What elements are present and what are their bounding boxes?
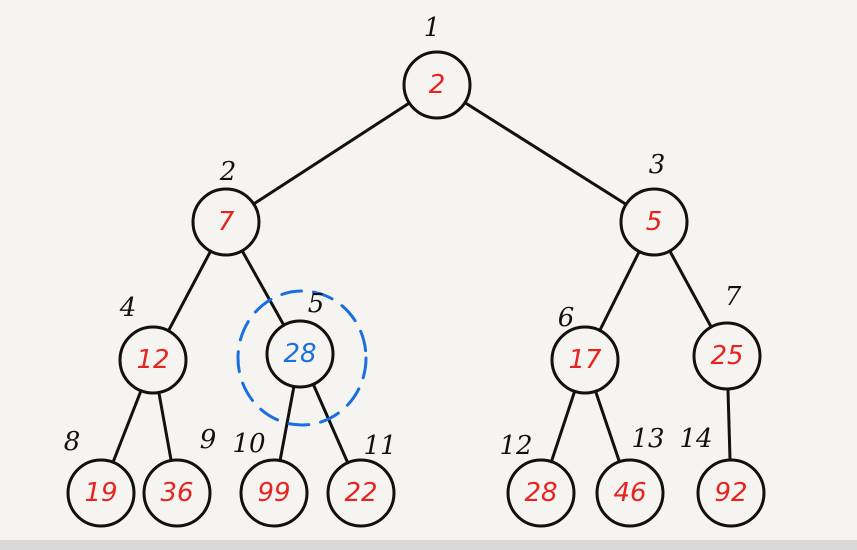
tree-node-11: 22 [326, 458, 396, 528]
node-circle [239, 458, 309, 528]
node-value: 28 [524, 478, 557, 508]
node-circle [402, 50, 472, 120]
edge-2-4 [166, 249, 213, 333]
edge-1-2 [252, 101, 411, 206]
node-circle [619, 187, 689, 257]
tree-node-1: 2 [402, 50, 472, 120]
tree-node-3: 5 [619, 187, 689, 257]
node-value: 12 [136, 345, 169, 375]
node-value: 99 [257, 478, 290, 508]
node-value: 22 [344, 478, 377, 508]
edge-3-7 [668, 249, 713, 329]
tree-node-2: 7 [191, 187, 261, 257]
node-circle [506, 458, 576, 528]
node-circle [696, 458, 766, 528]
node-circle [142, 458, 212, 528]
node-circle [595, 458, 665, 528]
node-circle [550, 325, 620, 395]
tree-node-10: 99 [239, 458, 309, 528]
bottom-scroll-edge [0, 540, 857, 550]
node-index-label: 2 [219, 157, 237, 187]
node-circle [692, 321, 762, 391]
node-index-label: 7 [725, 282, 742, 312]
node-value: 7 [218, 207, 235, 237]
edge-4-9 [157, 390, 173, 463]
node-circle [191, 187, 261, 257]
edge-2-5 [240, 249, 286, 327]
node-circle [118, 325, 188, 395]
node-index-label: 10 [232, 429, 265, 459]
node-value: 5 [646, 207, 663, 237]
node-value: 25 [710, 341, 743, 371]
node-index-label: 5 [308, 289, 325, 319]
edge-1-3 [463, 101, 628, 206]
node-value: 19 [84, 478, 117, 508]
node-index-label: 9 [200, 425, 217, 455]
node-circle [265, 319, 335, 389]
node-index-label: 14 [679, 424, 712, 454]
node-index-label: 12 [499, 431, 532, 461]
edge-7-14 [726, 387, 732, 462]
node-value: 28 [283, 339, 316, 369]
tree-node-4: 12 [118, 325, 188, 395]
node-value: 17 [568, 345, 602, 375]
highlight-dashed-circle [236, 289, 368, 427]
tree-node-6: 17 [550, 325, 620, 395]
tree-node-14: 92 [696, 458, 766, 528]
node-circle [66, 458, 136, 528]
node-index-label: 4 [119, 293, 137, 323]
node-index-label: 13 [631, 424, 664, 454]
node-index-label: 1 [424, 13, 441, 43]
highlight-ring-node-5 [236, 289, 368, 427]
node-index-label: 8 [64, 427, 81, 457]
node-index-label: 3 [649, 150, 666, 180]
node-index-label: 11 [363, 431, 396, 461]
edge-5-10 [278, 384, 296, 463]
edge-6-13 [594, 389, 621, 464]
tree-node-13: 46 [595, 458, 665, 528]
edge-6-12 [549, 389, 577, 464]
node-value: 92 [714, 478, 747, 508]
tree-node-12: 28 [506, 458, 576, 528]
node-index-label: 6 [558, 303, 575, 333]
edge-5-11 [311, 382, 350, 465]
tree-node-7: 25 [692, 321, 762, 391]
tree-node-5: 28 [265, 319, 335, 389]
node-value: 36 [160, 478, 193, 508]
tree-edges [111, 101, 732, 465]
tree-node-9: 36 [142, 458, 212, 528]
edge-3-6 [598, 250, 641, 332]
node-value: 2 [429, 70, 446, 100]
tree-node-8: 19 [66, 458, 136, 528]
node-circle [326, 458, 396, 528]
node-value: 46 [613, 478, 646, 508]
edge-4-8 [111, 389, 143, 464]
